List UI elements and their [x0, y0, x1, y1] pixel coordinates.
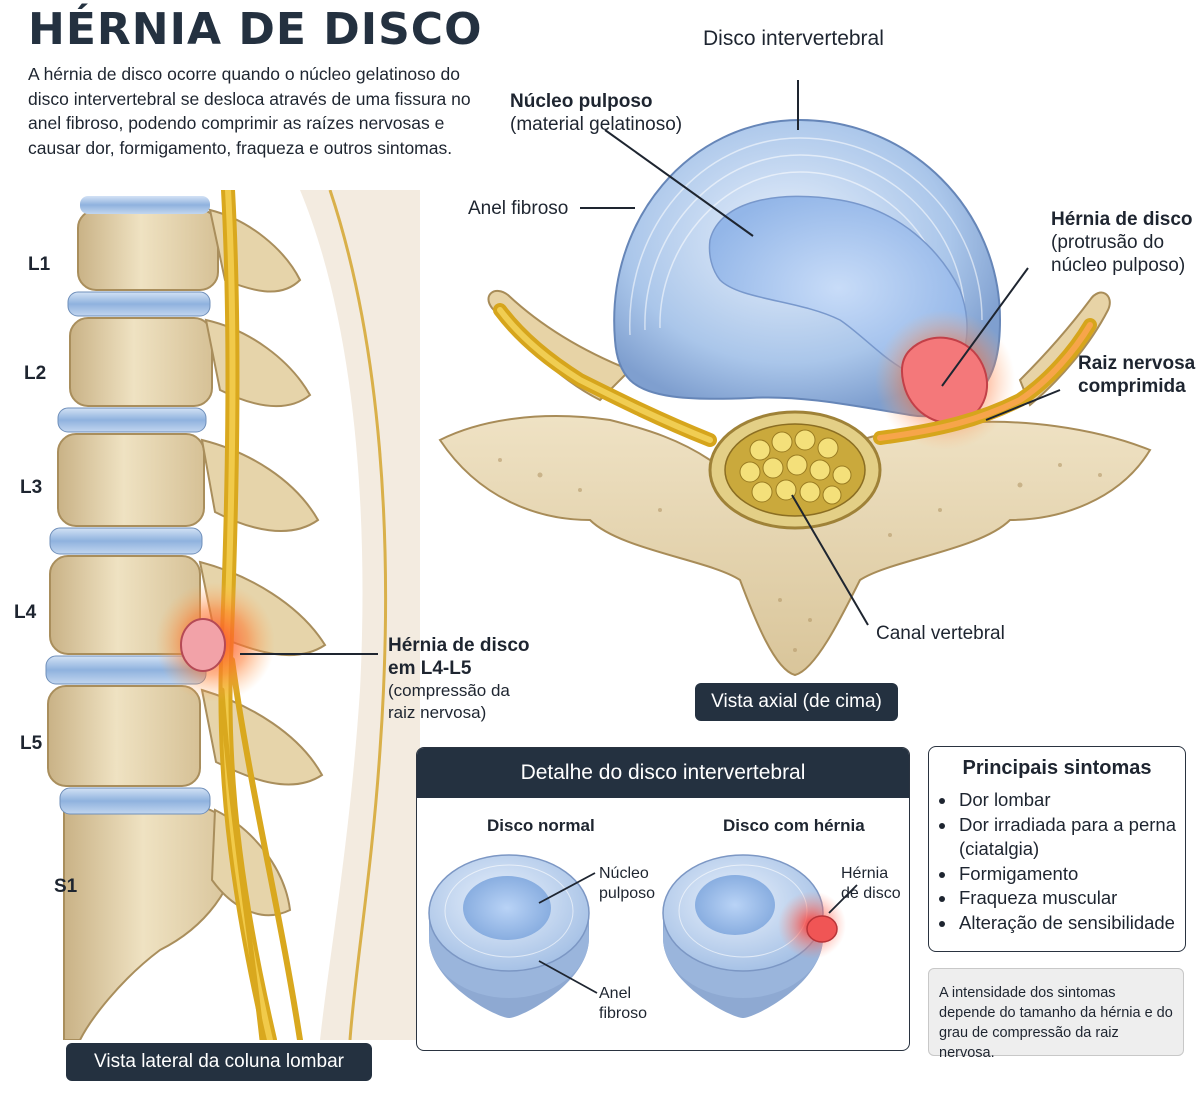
axial-hernia-sub-2: núcleo pulposo)	[1051, 255, 1186, 276]
axial-hernia-sub-1: (protrusão do	[1051, 232, 1165, 253]
root-label-2: comprimida	[1078, 376, 1186, 397]
symptom-item: Formigamento	[957, 862, 1185, 887]
normal-disc-title: Disco normal	[487, 816, 595, 835]
label-l2: L2	[24, 363, 47, 384]
label-s1: S1	[54, 876, 78, 897]
normal-disc	[428, 854, 598, 1018]
lateral-hernia-title-1: Hérnia de disco	[388, 635, 530, 656]
nucleus-label-title: Núcleo pulposo	[510, 91, 653, 112]
lateral-hernia-sub-1: (compressão da	[388, 681, 510, 700]
axial-caption: Vista axial (de cima)	[695, 683, 898, 721]
canal-label: Canal vertebral	[876, 623, 1005, 644]
cauda-equina	[739, 429, 852, 505]
detail-hernia-1: Hérnia	[841, 865, 889, 882]
detail-hernia-2: de disco	[841, 885, 901, 902]
symptom-item: Dor irradiada para a perna (ciatalgia)	[957, 813, 1185, 862]
posterior-elements	[198, 208, 327, 917]
lateral-hernia-label: Hérnia de disco em L4-L5 (compressão da …	[388, 634, 530, 724]
bone-texture	[498, 458, 1102, 652]
symptoms-title: Principais sintomas	[962, 757, 1152, 779]
nucleus-label: Núcleo pulposo (material gelatinoso)	[510, 90, 682, 136]
lateral-hernia-title-2: em L4-L5	[388, 658, 472, 679]
detail-annulus-2: fibroso	[599, 1005, 648, 1022]
symptom-item: Alteração de sensibilidade	[957, 911, 1185, 936]
detail-panel: Detalhe do disco intervertebral Disco no…	[416, 747, 910, 1051]
hernia-disc-title: Disco com hérnia	[723, 816, 865, 835]
detail-hernia-label: Hérnia de disco	[841, 864, 901, 904]
label-l4: L4	[14, 602, 37, 623]
detail-nucleus-2: pulposo	[599, 885, 656, 902]
axial-view-illustration	[438, 80, 1152, 677]
axial-hernia-title: Hérnia de disco	[1051, 209, 1193, 230]
detail-annulus-label: Anel fibroso	[599, 984, 647, 1024]
symptom-item: Dor lombar	[957, 788, 1185, 813]
herniated-disc	[662, 854, 858, 1018]
page-title: Hérnia de disco	[28, 4, 483, 55]
vertebral-arch	[438, 415, 1152, 677]
label-l5: L5	[20, 733, 43, 754]
disc-label: Disco intervertebral	[703, 27, 884, 50]
intro-text: A hérnia de disco ocorre quando o núcleo…	[28, 64, 471, 158]
symptoms-list: Dor lombar Dor irradiada para a perna (c…	[929, 788, 1185, 935]
root-label: Raiz nervosa comprimida	[1078, 352, 1195, 398]
detail-discs	[428, 854, 858, 1018]
root-label-1: Raiz nervosa	[1078, 353, 1196, 374]
nucleus-label-sub: (material gelatinoso)	[510, 114, 683, 135]
axial-hernia-label: Hérnia de disco (protrusão do núcleo pul…	[1051, 208, 1193, 277]
detail-heading: Detalhe do disco intervertebral	[417, 748, 909, 798]
vertebral-bodies	[47, 209, 242, 1040]
lateral-spine-illustration	[45, 190, 420, 1040]
detail-nucleus-label: Núcleo pulposo	[599, 864, 655, 904]
detail-annulus-1: Anel	[599, 985, 632, 1002]
lateral-caption: Vista lateral da coluna lombar	[66, 1043, 372, 1081]
label-l3: L3	[20, 477, 43, 498]
lateral-hernia-bulge	[180, 618, 226, 672]
label-l1: L1	[28, 254, 51, 275]
axial-leader-lines	[580, 80, 1061, 626]
detail-nucleus-1: Núcleo	[599, 865, 649, 882]
symptoms-panel: Principais sintomas Dor lombar Dor irrad…	[928, 746, 1186, 952]
annulus-label: Anel fibroso	[468, 198, 569, 219]
severity-note: A intensidade dos sintomas depende do ta…	[928, 968, 1184, 1061]
lateral-hernia-sub-2: raiz nervosa)	[388, 703, 487, 722]
symptom-item: Fraqueza muscular	[957, 886, 1185, 911]
